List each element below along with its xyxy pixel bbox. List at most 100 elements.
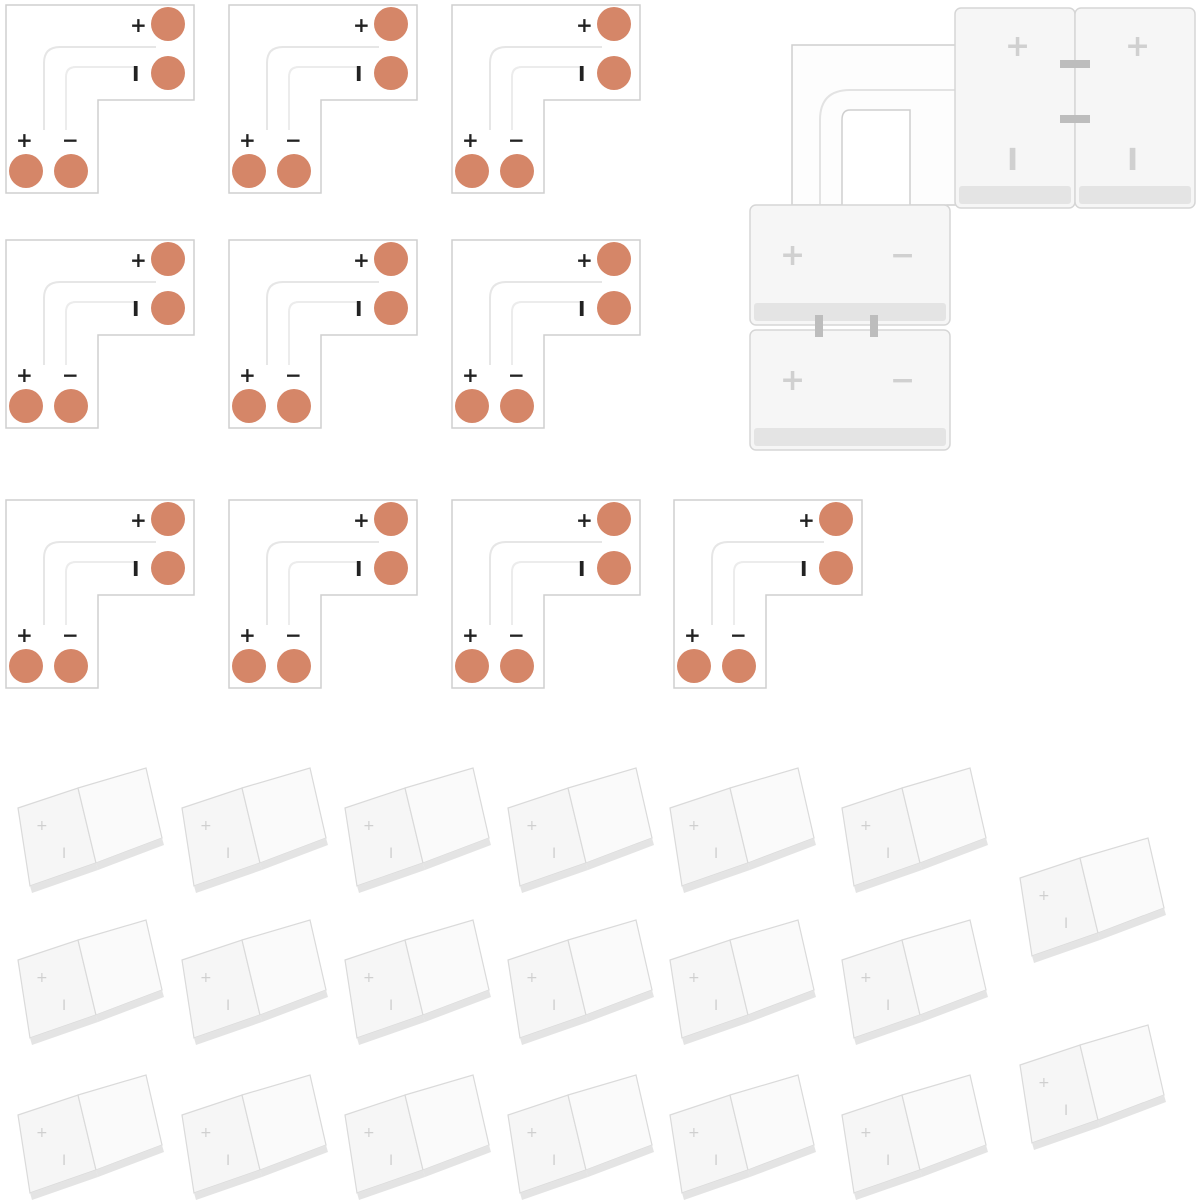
plus-label: + — [1038, 888, 1050, 904]
clip-connector-icon: +I — [841, 767, 988, 893]
clip-connector-icon: +I — [1074, 7, 1196, 209]
copper-pad — [54, 389, 88, 423]
l-shaped-pcb-icon: +I+− — [5, 499, 195, 689]
clip-connector-icon: +I — [1019, 837, 1166, 963]
plus-label: + — [200, 970, 212, 986]
copper-pad — [374, 502, 408, 536]
plus-label: + — [200, 1125, 212, 1141]
minus-label: I — [389, 998, 393, 1014]
minus-label: I — [578, 62, 585, 86]
plus-label: + — [860, 818, 872, 834]
clip-connector-icon: +I — [841, 919, 988, 1045]
minus-label: I — [355, 297, 362, 321]
minus-label: I — [132, 297, 139, 321]
copper-pad — [597, 291, 631, 325]
minus-label: I — [552, 846, 556, 862]
copper-pad — [54, 649, 88, 683]
clip-connector-icon: +I — [344, 767, 491, 893]
copper-pad — [151, 7, 185, 41]
l-board-grid: +I+−+I+−+I+−+I+−+I+−+I+−+I+−+I+−+I+−+I+− — [5, 4, 863, 689]
copper-pad — [277, 154, 311, 188]
clip-connector-icon: +I — [181, 767, 328, 893]
plus-label: + — [36, 818, 48, 834]
minus-label: I — [800, 557, 807, 581]
plus-label: + — [239, 128, 256, 152]
copper-pad — [500, 389, 534, 423]
clip-connector-icon: +I — [1019, 1024, 1166, 1150]
copper-pad — [374, 242, 408, 276]
plus-label: + — [36, 1125, 48, 1141]
plus-label: + — [36, 970, 48, 986]
plus-label: + — [526, 1125, 538, 1141]
minus-label: I — [552, 1153, 556, 1169]
minus-label: I — [226, 846, 230, 862]
copper-pad — [151, 242, 185, 276]
minus-label: − — [62, 623, 79, 647]
clip-connector-icon: +I — [17, 767, 164, 893]
minus-label: I — [1064, 1103, 1068, 1119]
plus-label: + — [462, 623, 479, 647]
plus-label: + — [239, 623, 256, 647]
copper-pad — [597, 7, 631, 41]
minus-label: − — [508, 128, 525, 152]
minus-label: − — [62, 128, 79, 152]
plus-label: + — [688, 970, 700, 986]
clip-connector-icon: +I — [669, 767, 816, 893]
minus-label: I — [62, 1153, 66, 1169]
minus-label: I — [578, 557, 585, 581]
minus-label: − — [285, 363, 302, 387]
l-shaped-pcb-icon: +I+− — [451, 499, 641, 689]
l-shaped-pcb-icon: +I+− — [451, 239, 641, 429]
plus-label: + — [860, 1125, 872, 1141]
l-shaped-pcb-icon: +I+− — [228, 4, 418, 194]
clip-connector-icon: +I — [181, 919, 328, 1045]
minus-label: I — [886, 998, 890, 1014]
minus-label: I — [1127, 143, 1138, 178]
minus-label: − — [285, 128, 302, 152]
minus-label: − — [508, 363, 525, 387]
copper-pad — [9, 389, 43, 423]
copper-pad — [374, 56, 408, 90]
plus-label: + — [860, 970, 872, 986]
clip-connector-icon: +I — [669, 919, 816, 1045]
clip-connector-icon: +− — [749, 204, 951, 326]
copper-pad — [455, 389, 489, 423]
plus-label: + — [130, 13, 147, 37]
clip-connector-icon: +I — [344, 919, 491, 1045]
minus-label: I — [552, 998, 556, 1014]
minus-label: I — [886, 846, 890, 862]
minus-label: − — [890, 363, 915, 398]
copper-pad — [819, 502, 853, 536]
minus-label: − — [62, 363, 79, 387]
copper-pad — [500, 649, 534, 683]
plus-label: + — [353, 508, 370, 532]
copper-pad — [9, 649, 43, 683]
copper-pad — [232, 389, 266, 423]
clip-connector-grid: +I+I+I+I+I+I+I+I+I+I+I+I+I+I+I+I+I+I+I+I — [17, 767, 1166, 1200]
l-shaped-pcb-icon: +I+− — [5, 239, 195, 429]
clip-connector-icon: +I — [507, 767, 654, 893]
copper-pad — [374, 551, 408, 585]
copper-pad — [374, 7, 408, 41]
minus-label: I — [714, 1153, 718, 1169]
copper-pad — [819, 551, 853, 585]
minus-label: − — [285, 623, 302, 647]
clip-connector-icon: +I — [17, 1074, 164, 1200]
copper-pad — [54, 154, 88, 188]
plus-label: + — [462, 128, 479, 152]
copper-pad — [597, 551, 631, 585]
plus-label: + — [684, 623, 701, 647]
minus-label: I — [886, 1153, 890, 1169]
copper-pad — [232, 649, 266, 683]
plus-label: + — [239, 363, 256, 387]
plus-label: + — [16, 623, 33, 647]
minus-label: I — [389, 846, 393, 862]
copper-pad — [277, 389, 311, 423]
copper-pad — [151, 291, 185, 325]
copper-pad — [151, 56, 185, 90]
clip-connector-icon: +I — [17, 919, 164, 1045]
plus-label: + — [576, 13, 593, 37]
plus-label: + — [16, 363, 33, 387]
minus-label: − — [890, 238, 915, 273]
